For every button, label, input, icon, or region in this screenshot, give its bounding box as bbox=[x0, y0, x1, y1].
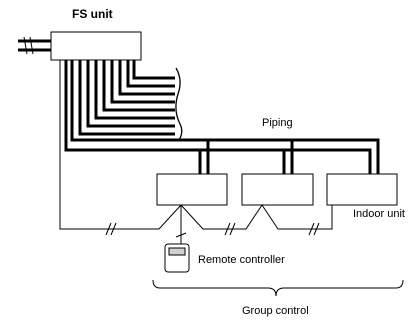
control-wiring bbox=[59, 60, 333, 256]
fs-unit-left-pipes bbox=[18, 36, 51, 55]
indoor-unit-2 bbox=[241, 173, 314, 206]
remote-controller-label: Remote controller bbox=[198, 254, 285, 266]
indoor-unit-label: Indoor unit bbox=[353, 208, 405, 220]
piping-label: Piping bbox=[262, 117, 293, 129]
group-control-bracket bbox=[152, 279, 404, 297]
fs-unit-box bbox=[50, 31, 142, 61]
remote-controller bbox=[164, 243, 190, 273]
indoor-units bbox=[156, 173, 398, 206]
fs-unit-pipe-bundle bbox=[78, 60, 183, 141]
fs-unit-label: FS unit bbox=[72, 7, 113, 21]
indoor-unit-1 bbox=[156, 173, 228, 206]
group-control-label: Group control bbox=[242, 305, 309, 317]
indoor-unit-3 bbox=[326, 173, 398, 206]
piping-lines bbox=[64, 60, 380, 174]
